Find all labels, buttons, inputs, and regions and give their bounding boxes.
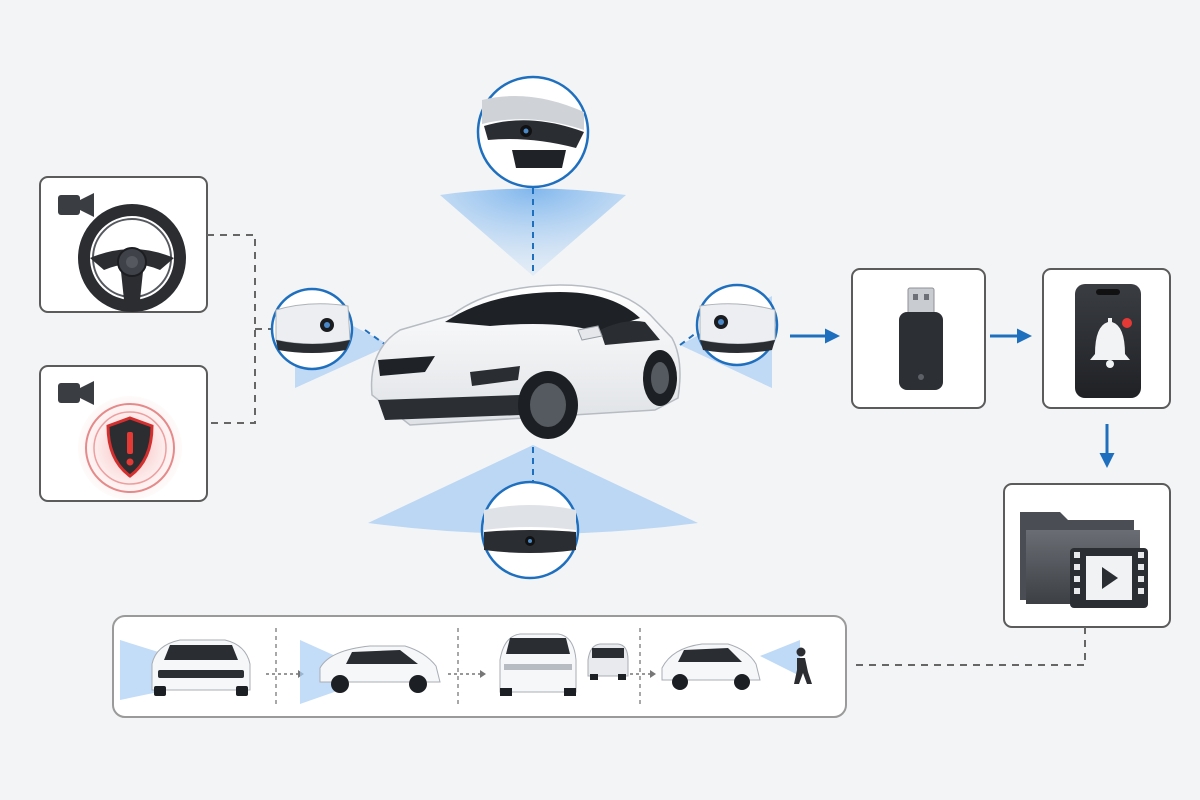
- phone-notification-icon: [1075, 284, 1141, 398]
- scenario-strip: [112, 615, 847, 718]
- pedestrian-detection: [661, 640, 812, 690]
- steering-camera-box: [39, 176, 208, 313]
- steering-wheel-icon: [78, 204, 186, 312]
- rear-view-traffic: [499, 633, 629, 696]
- scenario-separators: [275, 628, 641, 706]
- rear-camera: [480, 480, 580, 580]
- car-icon: [370, 284, 681, 439]
- folder-to-scenarios-connector: [850, 627, 1086, 666]
- right-mirror-camera: [695, 283, 779, 367]
- front-view-car: [120, 639, 251, 700]
- left-connector: [207, 234, 272, 424]
- video-folder-box: [1003, 483, 1171, 628]
- phone-box: [1042, 268, 1171, 409]
- front-camera: [476, 75, 590, 189]
- video-folder-icon: [1020, 512, 1148, 608]
- alert-camera-box: [39, 365, 208, 502]
- side-view-car: [300, 640, 441, 704]
- video-camera-icon: [58, 381, 94, 405]
- shield-alert-icon: [78, 396, 182, 500]
- usb-drive-icon: [899, 287, 943, 390]
- left-mirror-camera: [270, 287, 354, 371]
- usb-drive-box: [851, 268, 986, 409]
- pedestrian-icon: [794, 647, 812, 684]
- video-camera-icon: [58, 193, 94, 217]
